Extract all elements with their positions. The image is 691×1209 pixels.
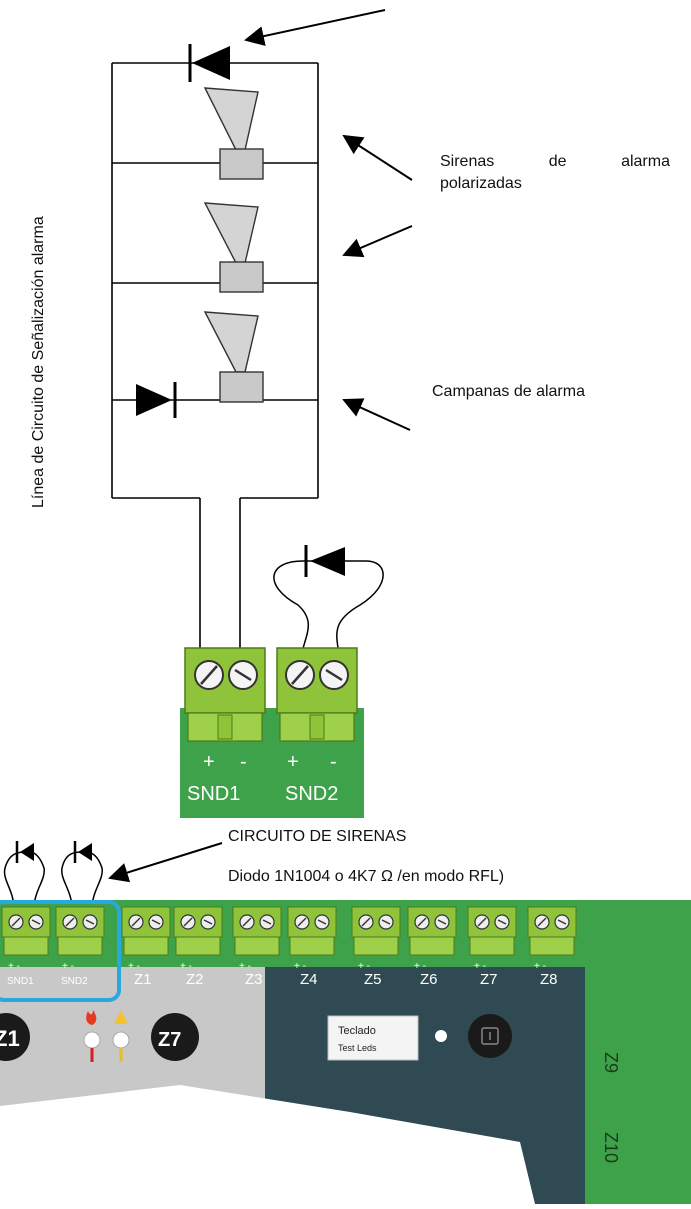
diode-note: Diodo 1N1004 o 4K7 Ω /en modo RFL) bbox=[228, 868, 505, 885]
terminal-block-z5: + -Z5 bbox=[351, 906, 401, 988]
board-terminal-sign: + - bbox=[8, 961, 20, 972]
circuit-frame bbox=[111, 62, 319, 668]
keypad-label-line1: Teclado bbox=[338, 1025, 376, 1037]
keypad-label-plate bbox=[327, 1015, 419, 1061]
warning-led-icon bbox=[112, 1010, 130, 1062]
board-terminal-label: Z7 bbox=[480, 971, 498, 988]
z1-button-label: Z1 bbox=[0, 1026, 20, 1051]
terminal-sign: - bbox=[330, 751, 337, 773]
board-diode-icon bbox=[15, 841, 92, 863]
signal-line-label: Línea de Circuito de Señalización alarma bbox=[30, 216, 47, 508]
terminal-block-large bbox=[180, 647, 364, 818]
z7-button[interactable] bbox=[151, 1013, 199, 1061]
pointer-arrow bbox=[108, 842, 223, 883]
terminal-block-z1: + -Z1 bbox=[121, 906, 171, 988]
bell-icon bbox=[203, 311, 264, 403]
fire-led-icon bbox=[83, 1010, 101, 1062]
terminal-block-snd1: + - SND1 bbox=[1, 906, 51, 987]
board-terminal-sign: + - bbox=[414, 961, 426, 972]
board-terminal-label: Z8 bbox=[540, 971, 558, 988]
board-terminal-sign: + - bbox=[180, 961, 192, 972]
terminal-sign: + bbox=[203, 751, 215, 773]
terminal-block-z2: + -Z2 bbox=[173, 906, 223, 988]
z7-button-label: Z7 bbox=[158, 1029, 181, 1051]
bell-diode-icon bbox=[136, 382, 177, 418]
snd2-diode-icon bbox=[304, 545, 345, 577]
board-terminal-label: Z2 bbox=[186, 971, 204, 988]
zone-label-z10: Z10 bbox=[601, 1132, 621, 1163]
board-terminal-sign: + - bbox=[128, 961, 140, 972]
zone-label-z9: Z9 bbox=[601, 1052, 621, 1073]
board-terminal-label: SND1 bbox=[7, 976, 34, 987]
terminal-block-z3: + -Z3 bbox=[232, 906, 282, 988]
pointer-arrow bbox=[342, 398, 411, 431]
board-terminal-sign: + - bbox=[534, 961, 546, 972]
pointer-arrow bbox=[342, 134, 413, 181]
board-terminal-label: SND2 bbox=[61, 976, 88, 987]
board-terminal-label: Z5 bbox=[364, 971, 382, 988]
board-terminal-sign: + - bbox=[474, 961, 486, 972]
terminal-sign: + bbox=[287, 751, 299, 773]
lock-button[interactable] bbox=[468, 1014, 512, 1058]
terminal-block-z4: + -Z4 bbox=[287, 906, 337, 988]
keypad-label-line2: Test Leds bbox=[338, 1043, 377, 1053]
top-diode-icon bbox=[188, 44, 230, 82]
sirens-word: alarma bbox=[621, 153, 670, 170]
siren-icon bbox=[203, 87, 264, 180]
sirens-label-line2: polarizadas bbox=[440, 175, 522, 192]
sirens-word: de bbox=[548, 153, 567, 170]
board-terminal-sign: + - bbox=[239, 961, 251, 972]
board-terminal-label: Z1 bbox=[134, 971, 152, 988]
terminal-block-snd2: + - SND2 bbox=[55, 906, 105, 987]
bells-label: Campanas de alarma bbox=[432, 383, 585, 400]
terminal-block-z6: + -Z6 bbox=[407, 906, 457, 988]
siren-icon bbox=[203, 202, 264, 293]
circuit-title: CIRCUITO DE SIRENAS bbox=[228, 828, 407, 845]
board-terminal-sign: + - bbox=[358, 961, 370, 972]
snd-highlight-box bbox=[0, 900, 121, 1002]
terminal-sign: - bbox=[240, 751, 247, 773]
pointer-arrow bbox=[342, 225, 413, 258]
z1-button[interactable] bbox=[0, 1013, 30, 1061]
board-terminal-sign: + - bbox=[294, 961, 306, 972]
sirens-word: Sirenas bbox=[440, 153, 495, 170]
pointer-arrow bbox=[244, 9, 386, 46]
board-terminal-label: Z4 bbox=[300, 971, 318, 988]
terminal-name-snd2: SND2 bbox=[285, 783, 338, 805]
board-terminal-label: Z3 bbox=[245, 971, 263, 988]
board-terminal-sign: + - bbox=[62, 961, 74, 972]
terminal-name-snd1: SND1 bbox=[187, 783, 240, 805]
test-led-icon bbox=[435, 1030, 447, 1042]
board-terminal-label: Z6 bbox=[420, 971, 438, 988]
terminal-block-z8: + -Z8 bbox=[527, 906, 577, 988]
sirens-label: Sirenas de alarma polarizadas bbox=[440, 153, 670, 193]
terminal-block-z7: + -Z7 bbox=[467, 906, 517, 988]
